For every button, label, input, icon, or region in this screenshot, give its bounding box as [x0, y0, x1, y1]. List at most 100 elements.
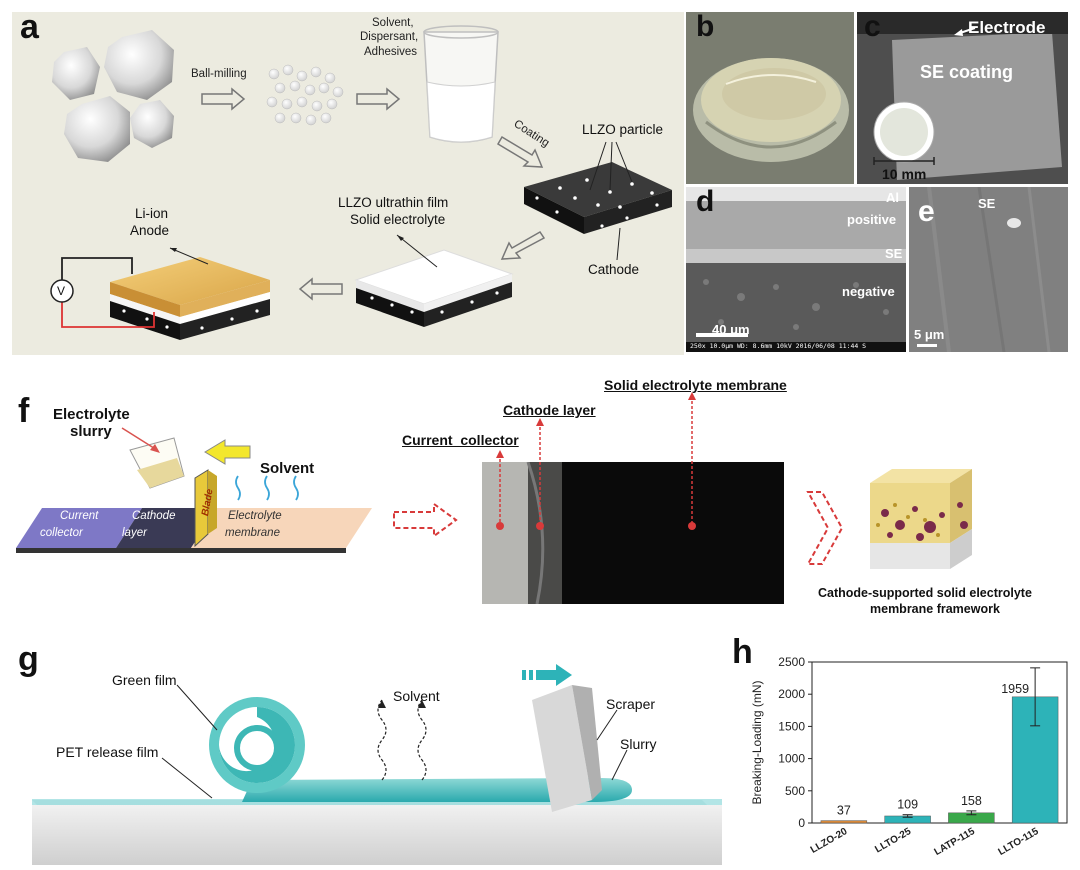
panel-f-label: f — [18, 392, 30, 430]
data-label: 109 — [897, 798, 918, 812]
panel-d-scale: 40 μm — [712, 322, 750, 337]
panel-c-photo — [857, 12, 1068, 184]
panel-e-scale: 5 μm — [914, 327, 945, 342]
membrane-label-2: membrane — [225, 527, 280, 539]
x-tick-label: LATP-115 — [933, 826, 978, 858]
data-label: 37 — [837, 804, 851, 818]
membrane-label-1: Electrolyte — [228, 510, 282, 522]
panel-g-schematic — [32, 664, 722, 865]
positive-label: positive — [847, 212, 897, 227]
framework-label-2: membrane framework — [870, 602, 1000, 616]
film-label-2: Solid electrolyte — [350, 212, 446, 227]
panel-d-label: d — [696, 185, 715, 218]
panel-b-label: b — [696, 10, 715, 43]
panel-e-label: e — [918, 195, 935, 228]
pet-film-label: PET release film — [56, 744, 159, 760]
motion-arrow-icon — [522, 664, 572, 686]
hollow-arrow-coating — [496, 135, 544, 168]
hollow-arrow-1 — [201, 87, 246, 111]
framework-label-1: Cathode-supported solid electrolyte — [818, 586, 1032, 600]
cathode-layer-label-1: Cathode — [132, 510, 176, 522]
x-tick-label: LLZO-20 — [809, 826, 850, 856]
se-surface-label: SE — [978, 196, 996, 211]
cathode-label: Cathode — [588, 262, 640, 277]
se-coating-image — [857, 12, 1068, 180]
crystal — [52, 47, 100, 100]
y-tick-label: 500 — [785, 784, 805, 798]
anode-label-2: Anode — [130, 223, 170, 238]
green-film-roll — [209, 697, 305, 793]
ball-milling-label: Ball-milling — [191, 68, 247, 80]
data-label: 158 — [961, 794, 982, 808]
y-tick-label: 1000 — [778, 752, 805, 766]
photo-membrane-label: Solid electrolyte membrane — [604, 377, 787, 393]
film-label-1: LLZO ultrathin film — [338, 195, 449, 210]
anode-label-1: Li-ion — [135, 206, 169, 221]
scraper — [532, 685, 602, 812]
photo-pointers — [496, 392, 696, 530]
panel-h-label: h — [732, 633, 753, 671]
voltmeter-label: V — [57, 284, 66, 298]
electrolyte-slab — [354, 249, 514, 327]
panel-g-label: g — [18, 640, 39, 678]
cathode-layer-label-2: layer — [122, 527, 147, 539]
green-film-label: Green film — [112, 672, 177, 688]
crystal — [104, 30, 174, 100]
crystal — [130, 100, 174, 148]
slurry-label-g: Slurry — [620, 736, 657, 752]
panel-c-label: c — [864, 10, 881, 43]
circuit-wire-top — [61, 257, 133, 280]
scraper-label: Scraper — [606, 696, 656, 712]
se-coating-label: SE coating — [920, 62, 1014, 82]
x-tick-label: LLTO-25 — [873, 826, 913, 856]
circuit-wire-bottom — [61, 302, 155, 328]
electrode-label: Electrode — [968, 18, 1046, 37]
battery-stack — [110, 257, 270, 340]
cathode-slab — [524, 162, 672, 234]
negative-label: negative — [842, 284, 895, 299]
sem-footer: 250x 10.0μm WD: 8.6mm 10kV 2016/06/08 11… — [690, 342, 867, 350]
solvent-label-f: Solvent — [260, 460, 315, 477]
framework-cube — [870, 469, 972, 569]
hollow-arrow-2 — [356, 87, 401, 111]
slurry-beaker — [129, 437, 185, 489]
slurry-label-2: slurry — [70, 423, 112, 440]
cross-section-photo — [482, 462, 784, 604]
dashed-chevron — [806, 491, 844, 565]
se-layer-label: SE — [885, 246, 903, 261]
llzo-particle-label: LLZO particle — [582, 122, 664, 137]
solvent-label: Solvent, — [372, 17, 414, 29]
dashed-arrow-right — [393, 502, 458, 538]
panel-a-label: a — [20, 8, 39, 46]
y-tick-label: 2500 — [778, 655, 805, 669]
current-collector-slab — [16, 508, 142, 548]
slurry-label-1: Electrolyte — [53, 406, 130, 423]
panel-d-sem — [686, 187, 906, 352]
panel-a-schematic — [50, 25, 672, 340]
x-tick-label: LLTO-115 — [996, 826, 1041, 858]
panel-c-scale: 10 mm — [882, 166, 927, 182]
beaker — [423, 25, 499, 143]
adhesives-label: Adhesives — [364, 46, 418, 58]
panel-b-photo — [686, 12, 854, 184]
collector-label-2: collector — [40, 527, 83, 539]
cathode-layer-slab — [116, 508, 217, 548]
y-axis-label: Breaking-Loading (mN) — [750, 680, 764, 804]
milled-particles — [266, 64, 344, 126]
voltmeter-icon — [50, 279, 74, 303]
panel-e-sem — [909, 187, 1068, 352]
panel-f-schematic — [16, 427, 372, 553]
direction-arrow — [204, 439, 251, 465]
bar — [820, 820, 868, 824]
electrolyte-membrane-slab — [191, 508, 372, 548]
photo-cathode-layer-label: Cathode layer — [503, 402, 596, 418]
solvent-label-g: Solvent — [393, 688, 440, 704]
cross-section-sem-image — [686, 187, 906, 352]
hollow-arrow-3 — [500, 231, 546, 260]
surface-sem-image — [909, 187, 1068, 352]
data-label: 1959 — [1001, 682, 1029, 696]
plot-frame — [811, 661, 1068, 824]
dispersant-label: Dispersant, — [360, 31, 419, 43]
hollow-arrow-4 — [298, 277, 343, 301]
